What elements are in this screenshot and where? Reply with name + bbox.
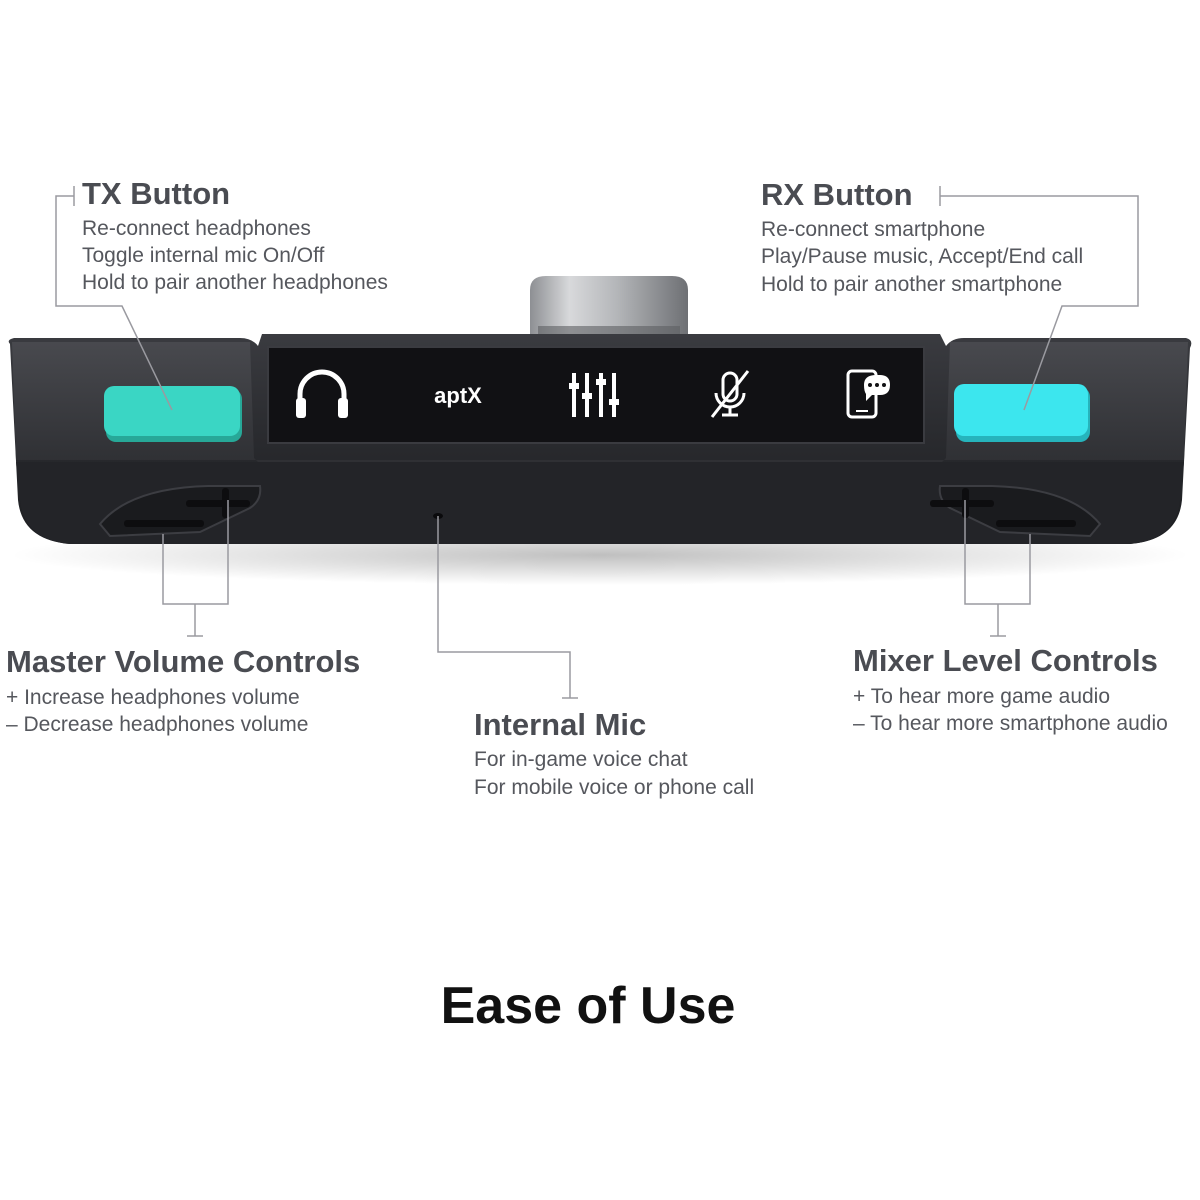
master-volume-line-1: + Increase headphones volume	[6, 686, 300, 709]
leader-lines	[55, 186, 1139, 699]
mixer-minus-button[interactable]	[996, 520, 1076, 527]
headphones-icon	[296, 369, 348, 418]
volume-plus-button[interactable]	[186, 500, 250, 507]
aptx-label: aptX	[434, 383, 482, 408]
rx-leader-line	[940, 195, 1139, 411]
master-volume-line-2: – Decrease headphones volume	[6, 713, 309, 736]
rx-button-line-3: Hold to pair another smartphone	[761, 273, 1063, 296]
master-volume-rocker[interactable]	[98, 485, 262, 538]
tx-button-line-1: Re-connect headphones	[82, 217, 311, 240]
rx-button-line-1: Re-connect smartphone	[761, 218, 986, 241]
internal-mic-leader-line	[437, 516, 571, 698]
mic-muted-icon	[710, 370, 750, 418]
tx-button-title: TX Button	[82, 176, 231, 211]
master-volume-title: Master Volume Controls	[6, 644, 361, 679]
mixer-level-line-1: + To hear more game audio	[853, 685, 1111, 708]
mixer-level-title: Mixer Level Controls	[853, 643, 1158, 678]
mixer-level-line-2: – To hear more smartphone audio	[853, 712, 1168, 735]
touch-panel	[267, 346, 925, 444]
internal-mic-line-2: For mobile voice or phone call	[474, 776, 755, 799]
tx-leader-line	[55, 195, 173, 411]
headline: Ease of Use	[440, 977, 736, 1035]
phone-chat-icon	[846, 369, 890, 419]
rx-button-line-2: Play/Pause music, Accept/End call	[761, 245, 1084, 268]
rx-button[interactable]	[954, 384, 1090, 442]
internal-mic-line-1: For in-game voice chat	[474, 748, 688, 771]
tx-button-line-3: Hold to pair another headphones	[82, 271, 388, 294]
internal-mic-title: Internal Mic	[474, 707, 647, 742]
volume-minus-button[interactable]	[124, 520, 204, 527]
tx-button[interactable]	[104, 386, 242, 442]
tx-button-line-2: Toggle internal mic On/Off	[82, 244, 325, 267]
equalizer-icon	[569, 373, 619, 417]
rx-button-title: RX Button	[761, 177, 913, 212]
usb-c-connector	[530, 276, 688, 338]
